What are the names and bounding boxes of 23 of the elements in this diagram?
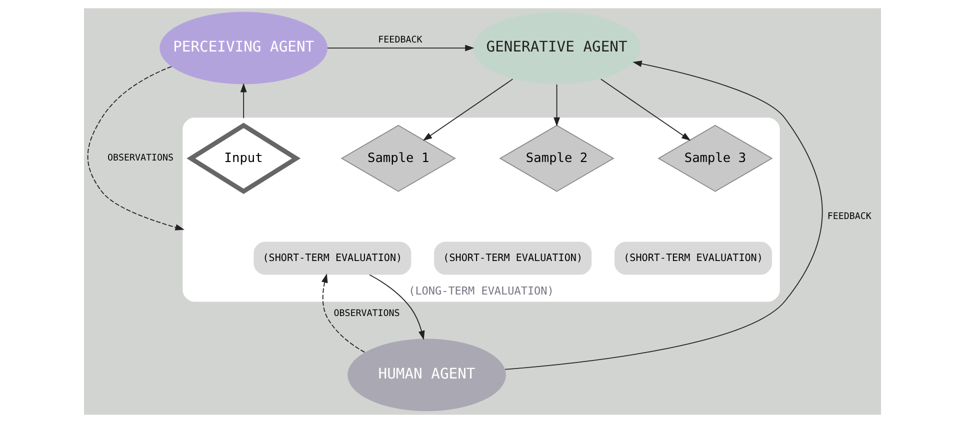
node-diamond: Sample 3 bbox=[657, 124, 772, 192]
edge-label: OBSERVATIONS bbox=[107, 154, 174, 164]
edge-label: OBSERVATIONS bbox=[333, 308, 400, 319]
node-box: (SHORT-TERM EVALUATION) bbox=[434, 242, 592, 275]
node-ellipse: GENERATIVE AGENT bbox=[472, 12, 640, 84]
arrow bbox=[504, 60, 822, 370]
node-box: (SHORT-TERM EVALUATION) bbox=[253, 242, 411, 275]
node-diamond: Sample 2 bbox=[498, 124, 614, 192]
arrow bbox=[600, 78, 690, 141]
arrow bbox=[326, 44, 474, 52]
node-box: (SHORT-TERM EVALUATION) bbox=[614, 242, 772, 275]
node-diamond: Sample 1 bbox=[340, 124, 456, 192]
arrow bbox=[321, 274, 365, 353]
edge-label: FEEDBACK bbox=[826, 212, 871, 222]
arrow bbox=[422, 78, 513, 141]
node-diamond: Input bbox=[186, 122, 300, 194]
arrow bbox=[86, 66, 184, 230]
edge-label: FEEDBACK bbox=[378, 36, 422, 46]
node-ellipse: PERCEIVING AGENT bbox=[159, 12, 328, 84]
arrow bbox=[240, 83, 246, 119]
arrow bbox=[553, 84, 560, 127]
node-ellipse: HUMAN AGENT bbox=[347, 338, 506, 412]
arrow bbox=[368, 274, 424, 340]
